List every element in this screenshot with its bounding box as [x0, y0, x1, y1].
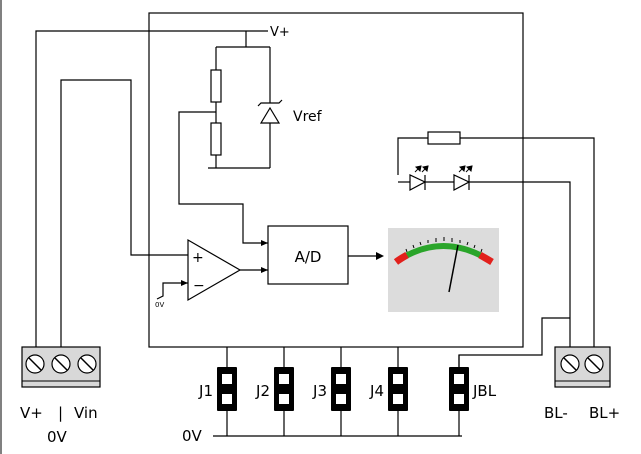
jumper-j3 [331, 367, 351, 411]
vref-label: Vref [293, 109, 323, 125]
opamp-minus-label: − [193, 278, 205, 294]
led-2 [453, 174, 471, 191]
backlight-resistor [427, 131, 461, 145]
meter-arc-green [397, 243, 491, 263]
analog-meter [388, 228, 499, 312]
vref-to-adc-wire [178, 111, 268, 244]
adc-label: A/D [295, 248, 322, 266]
adc-ref-arrow [261, 240, 268, 246]
module-box [148, 12, 524, 348]
left-0v-label: 0V [47, 428, 68, 446]
jumper-label-jbl: JBL [472, 382, 497, 400]
blminus-wire [469, 181, 571, 347]
jumper-label-j1: J1 [198, 382, 213, 400]
jumper-j2 [274, 367, 294, 411]
led-1 [409, 174, 427, 191]
left-vplus-label: V+ [20, 404, 43, 422]
jumper-label-j3: J3 [312, 382, 327, 400]
vplus-top-label: V+ [270, 25, 290, 40]
opamp-0v-label: 0V [155, 301, 164, 309]
meter-arc-red-left [393, 251, 409, 265]
jumper-j1 [217, 367, 237, 411]
resistor-r2 [210, 122, 222, 156]
jumper-group: J1 J2 J3 J4 JBL [198, 347, 497, 436]
vplus-rail [35, 30, 268, 347]
left-terminal-block [21, 346, 101, 388]
blplus-wire [460, 137, 595, 347]
meter-needle [448, 244, 459, 293]
jbl-wire [458, 317, 570, 367]
meter-arc-red-right [478, 251, 494, 266]
bottom-0v-label: 0V [182, 427, 203, 445]
adc-block [267, 225, 349, 285]
led-emission-arrows [414, 165, 473, 173]
opamp [187, 238, 242, 302]
right-blminus-label: BL- [544, 404, 568, 422]
right-terminal-block [554, 346, 611, 388]
opamp-plus-label: + [192, 250, 204, 266]
adc-output-arrow [376, 252, 384, 260]
left-vin-label: Vin [74, 404, 98, 422]
jumper-label-j4: J4 [369, 382, 384, 400]
jumper-label-j2: J2 [255, 382, 270, 400]
right-blplus-label: BL+ [589, 404, 620, 422]
resistor-r1 [210, 69, 222, 103]
jumper-j4 [388, 367, 408, 411]
meter-ticks [405, 237, 483, 253]
jumper-jbl [449, 367, 469, 411]
vin-wire [60, 79, 188, 347]
zener-diode [259, 106, 281, 124]
opamp-minus-wire [156, 282, 188, 300]
left-sep-label: | [58, 404, 63, 422]
